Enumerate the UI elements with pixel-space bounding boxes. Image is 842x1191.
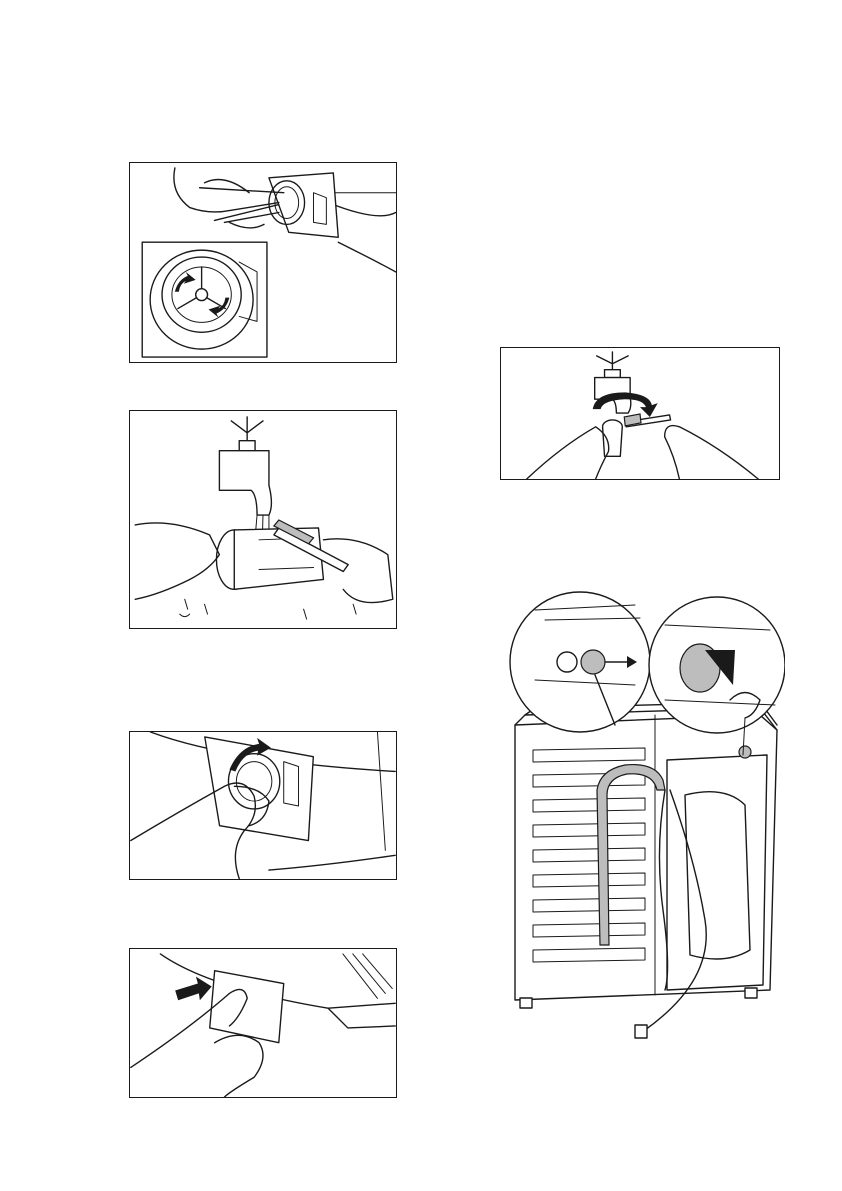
rear-hose-icon [505, 590, 785, 1045]
unscrew-filter-icon [130, 163, 396, 362]
insert-filter-icon [130, 732, 396, 879]
close-flap-icon [130, 949, 396, 1097]
figure-filter-door-close [129, 948, 397, 1098]
figure-rear-inlet-hose [505, 590, 785, 1045]
figure-filter-reinsert [129, 731, 397, 880]
figure-filter-rinse [129, 410, 397, 629]
figure-filter-unscrew [129, 162, 397, 363]
figure-inlet-brush-clean [500, 347, 780, 480]
rinse-filter-icon [130, 411, 396, 628]
clean-inlet-icon [501, 348, 779, 479]
